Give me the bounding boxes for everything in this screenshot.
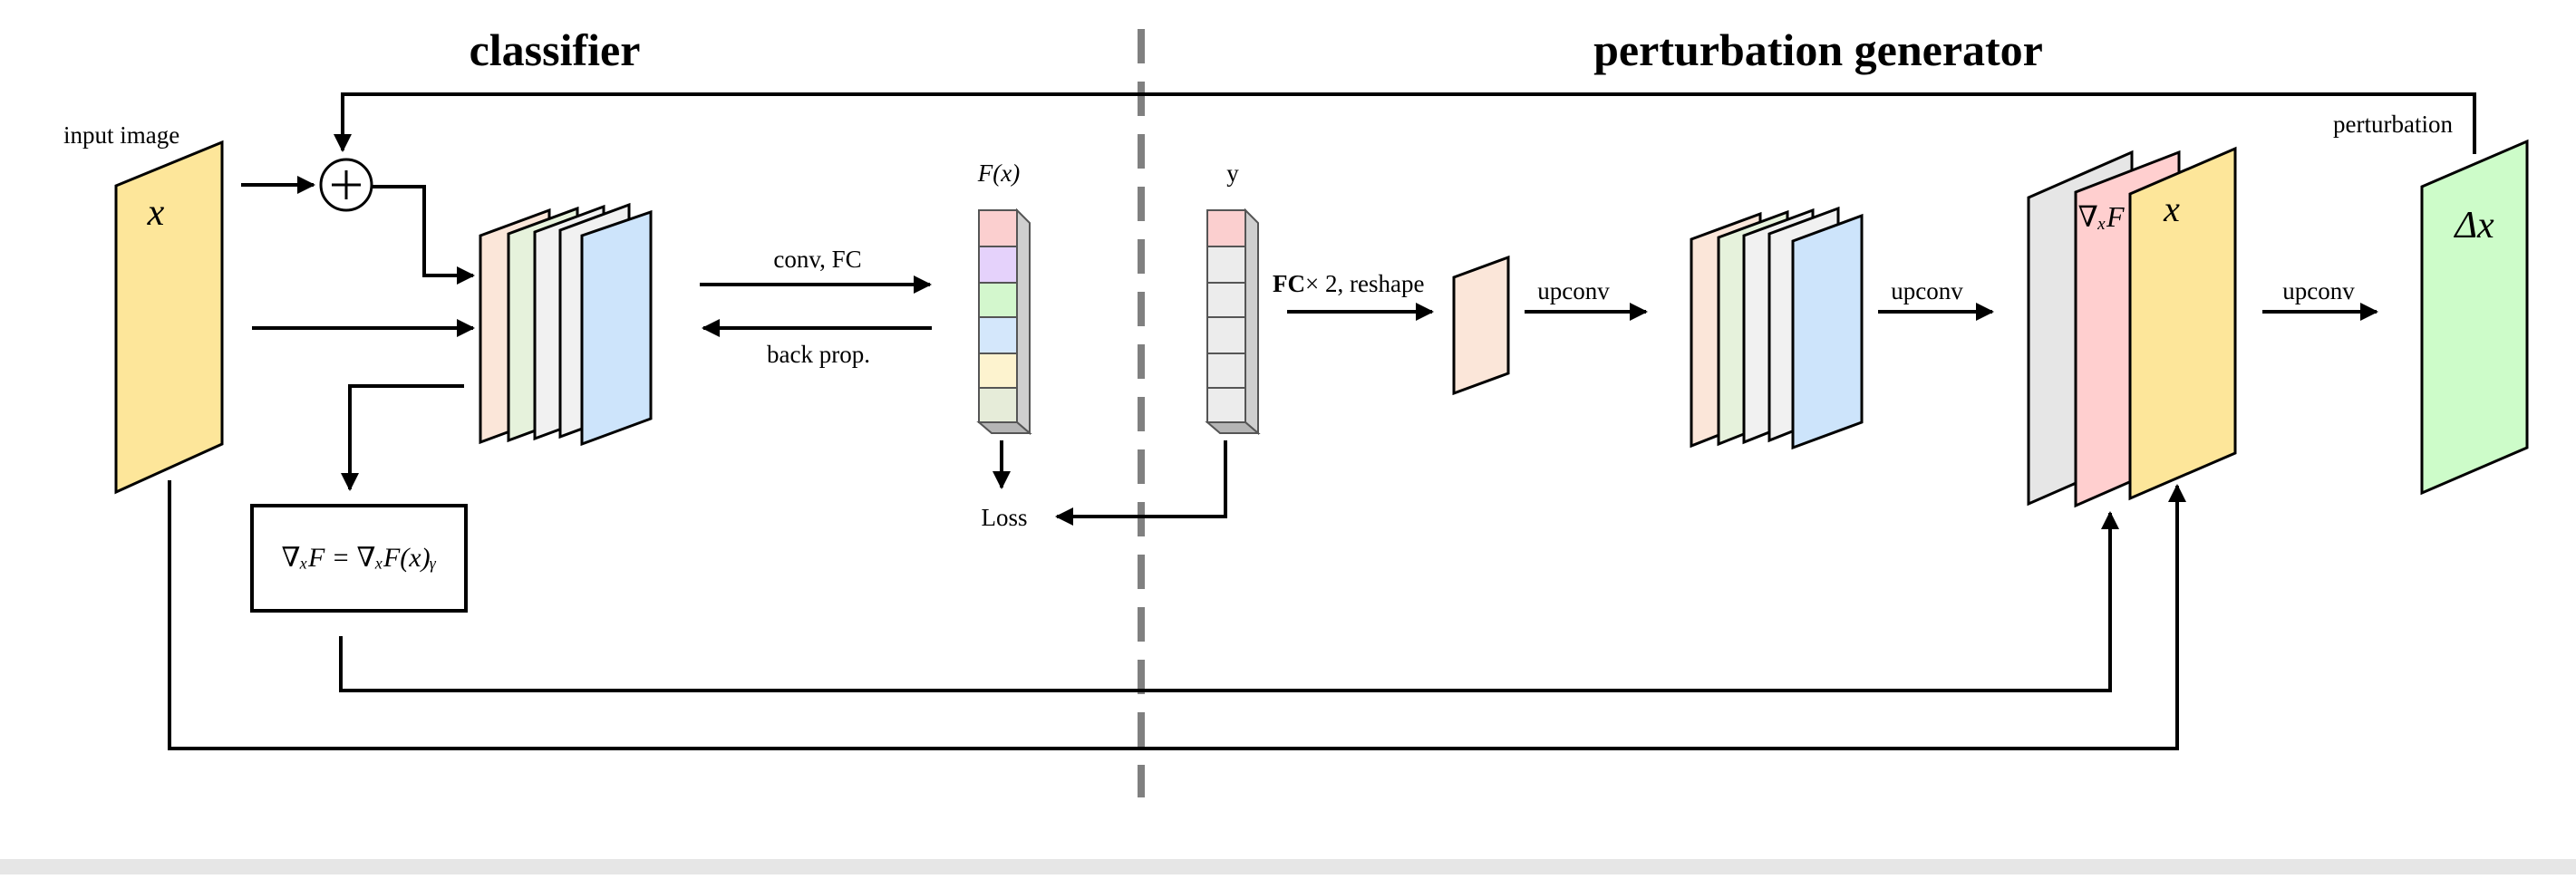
fx-cell-6 bbox=[978, 387, 1018, 423]
classifier-feature-stack bbox=[479, 202, 653, 447]
fx-cell-4 bbox=[978, 316, 1018, 354]
gradient-formula-box bbox=[250, 504, 468, 613]
y-cell-4 bbox=[1206, 316, 1246, 354]
concat-grad-symbol: ∇ₓF bbox=[2078, 200, 2125, 233]
input-image-panel bbox=[114, 140, 224, 495]
fc-reshape-label: FC× 2, reshape bbox=[1273, 270, 1424, 297]
fx-vector-side bbox=[1016, 208, 1031, 436]
y-label-vector bbox=[1205, 208, 1261, 436]
y-cell-5 bbox=[1206, 353, 1246, 389]
y-cell-6 bbox=[1206, 387, 1246, 423]
arrow-conv-to-gradient bbox=[341, 384, 464, 491]
y-cell-1 bbox=[1206, 209, 1246, 247]
fx-output-vector bbox=[976, 208, 1032, 436]
concat-stack bbox=[2027, 146, 2237, 508]
loss-label: Loss bbox=[981, 504, 1027, 531]
concat-input-map bbox=[2128, 146, 2237, 501]
y-cell-3 bbox=[1206, 282, 1246, 318]
upconv-label-3: upconv bbox=[2282, 277, 2355, 304]
y-vector-side bbox=[1244, 208, 1259, 436]
skip-gradient-to-concat bbox=[339, 511, 2119, 692]
fx-cell-3 bbox=[978, 282, 1018, 318]
bottom-scroll-band bbox=[0, 859, 2576, 874]
input-x-symbol: x bbox=[147, 192, 165, 234]
delta-x-symbol: Δx bbox=[2453, 205, 2494, 246]
perturbation-output-panel bbox=[2420, 139, 2529, 496]
upconv-label-2: upconv bbox=[1891, 277, 1963, 304]
y-label: y bbox=[1226, 159, 1239, 187]
y-cell-2 bbox=[1206, 246, 1246, 284]
generator-title: perturbation generator bbox=[1593, 24, 2043, 75]
fx-cell-5 bbox=[978, 353, 1018, 389]
perturbation-label: perturbation bbox=[2333, 111, 2453, 138]
arrow-y-to-loss bbox=[1055, 440, 1227, 526]
upconv-label-1: upconv bbox=[1537, 277, 1610, 304]
conv-fc-label: conv, FC bbox=[773, 246, 861, 273]
perturbation-feedback-line bbox=[334, 92, 2476, 154]
generator-feature-stack bbox=[1690, 206, 1864, 450]
skip-input-to-concat bbox=[168, 480, 2186, 750]
arrow-add-to-conv bbox=[372, 185, 475, 285]
concat-x-symbol: x bbox=[2163, 188, 2180, 229]
reshaped-feature bbox=[1452, 255, 1510, 396]
back-prop-label: back prop. bbox=[767, 341, 870, 368]
gradient-formula: ∇ₓF = ∇ₓF(x)ᵧ bbox=[281, 543, 436, 573]
fx-cell-1 bbox=[978, 209, 1018, 247]
gen-feature-map-5 bbox=[1791, 213, 1864, 450]
input-image-label: input image bbox=[63, 121, 179, 149]
fx-cell-2 bbox=[978, 246, 1018, 284]
feature-map-5 bbox=[580, 209, 653, 447]
classifier-title: classifier bbox=[470, 24, 641, 75]
fx-label: F(x) bbox=[977, 159, 1020, 187]
